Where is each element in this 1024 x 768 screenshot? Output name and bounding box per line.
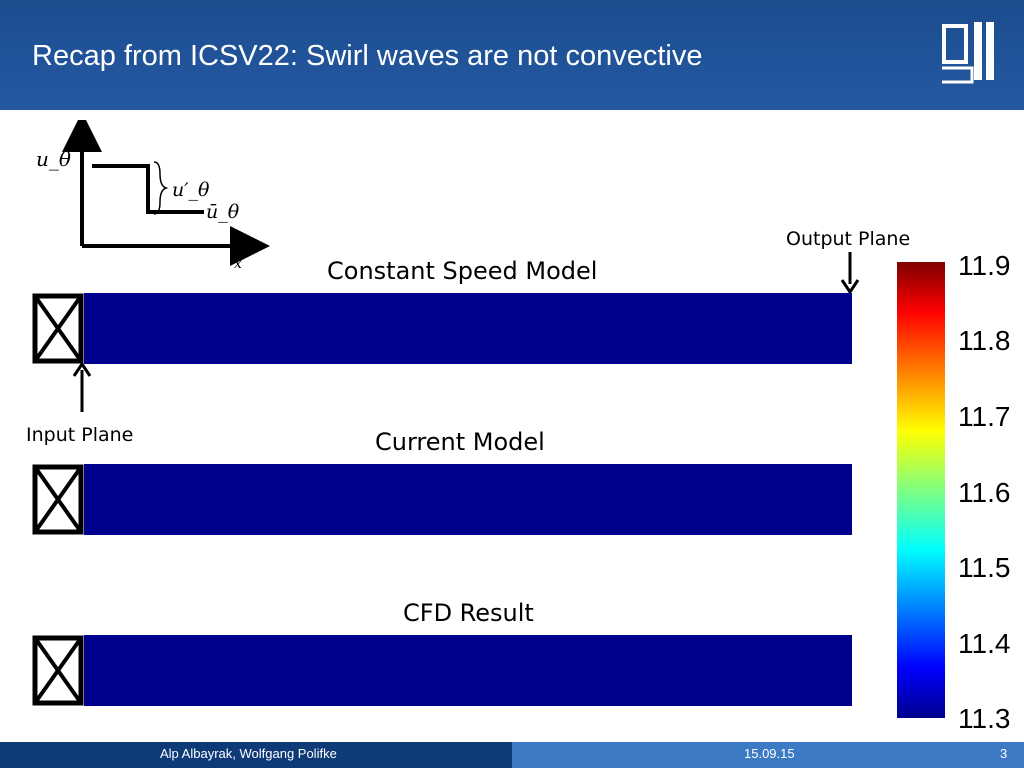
velocity-profile-inset: u_θ u′_θ ū_θ x xyxy=(36,120,270,272)
footer-date: 15.09.15 xyxy=(744,746,795,761)
colorbar-tick-label: 11.3 xyxy=(958,703,1011,734)
input-plane-arrow xyxy=(72,362,92,412)
colorbar-tick-label: 11.8 xyxy=(958,325,1011,356)
colorbar-tick-label: 11.7 xyxy=(958,401,1011,432)
swirler-icon xyxy=(32,464,84,535)
colorbar-tick-label: 11.4 xyxy=(958,628,1011,659)
cfd-result-label: CFD Result xyxy=(403,599,534,627)
inset-mean-label: ū_θ xyxy=(206,201,240,223)
current-model-field xyxy=(84,464,852,535)
colorbar-tick-label: 11.6 xyxy=(958,477,1011,508)
footer-page-number: 3 xyxy=(1000,746,1008,761)
inset-fluct-label: u′_θ xyxy=(172,179,210,201)
constant-speed-model-label: Constant Speed Model xyxy=(327,257,598,285)
slide-header: Recap from ICSV22: Swirl waves are not c… xyxy=(0,0,1024,110)
output-plane-arrow xyxy=(840,252,860,294)
cfd-result-field xyxy=(84,635,852,706)
tum-book-logo-icon xyxy=(942,22,994,84)
constant-speed-model-field xyxy=(84,293,852,364)
colorbar-tick-label: 11.5 xyxy=(958,552,1011,583)
swirler-icon xyxy=(32,293,84,364)
swirler-icon xyxy=(32,635,84,706)
footer-authors: Alp Albayrak, Wolfgang Polifke xyxy=(160,746,337,761)
inset-y-label: u_θ xyxy=(36,147,71,171)
colorbar xyxy=(897,262,945,718)
inset-x-label: x xyxy=(234,256,242,272)
colorbar-tick-label: 11.9 xyxy=(958,250,1011,281)
current-model-label: Current Model xyxy=(375,428,545,456)
output-plane-label: Output Plane xyxy=(786,228,911,250)
slide-footer: Alp Albayrak, Wolfgang Polifke 15.09.15 … xyxy=(0,742,1024,768)
slide-title: Recap from ICSV22: Swirl waves are not c… xyxy=(32,40,703,72)
input-plane-label: Input Plane xyxy=(26,424,134,446)
